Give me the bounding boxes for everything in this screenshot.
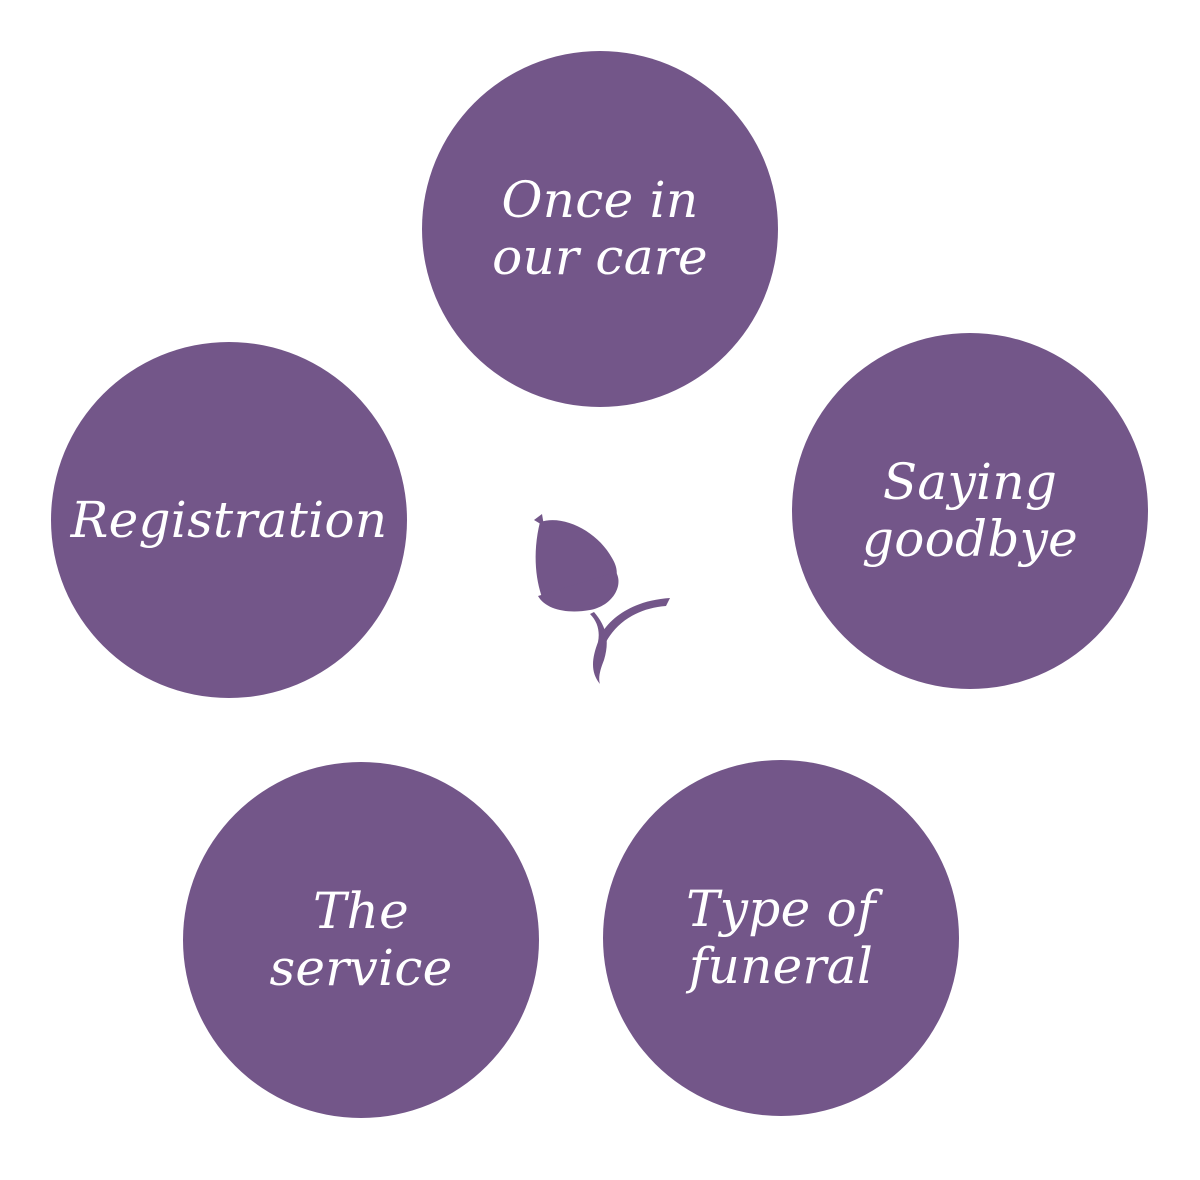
- acorn-icon: [534, 514, 670, 684]
- step-label: Once in our care: [492, 171, 708, 286]
- acorn-cup: [538, 572, 619, 612]
- acorn-stem: [590, 612, 607, 684]
- step-type-of-funeral[interactable]: Type of funeral: [603, 760, 959, 1116]
- step-once-in-our-care[interactable]: Once in our care: [422, 51, 778, 407]
- step-the-service[interactable]: The service: [183, 762, 539, 1118]
- acorn-leaf: [600, 598, 670, 642]
- step-saying-goodbye[interactable]: Saying goodbye: [792, 333, 1148, 689]
- step-label: Registration: [70, 490, 388, 549]
- step-label: The service: [269, 882, 453, 997]
- step-registration[interactable]: Registration: [51, 342, 407, 698]
- step-label: Type of funeral: [686, 880, 876, 995]
- step-label: Saying goodbye: [861, 453, 1079, 568]
